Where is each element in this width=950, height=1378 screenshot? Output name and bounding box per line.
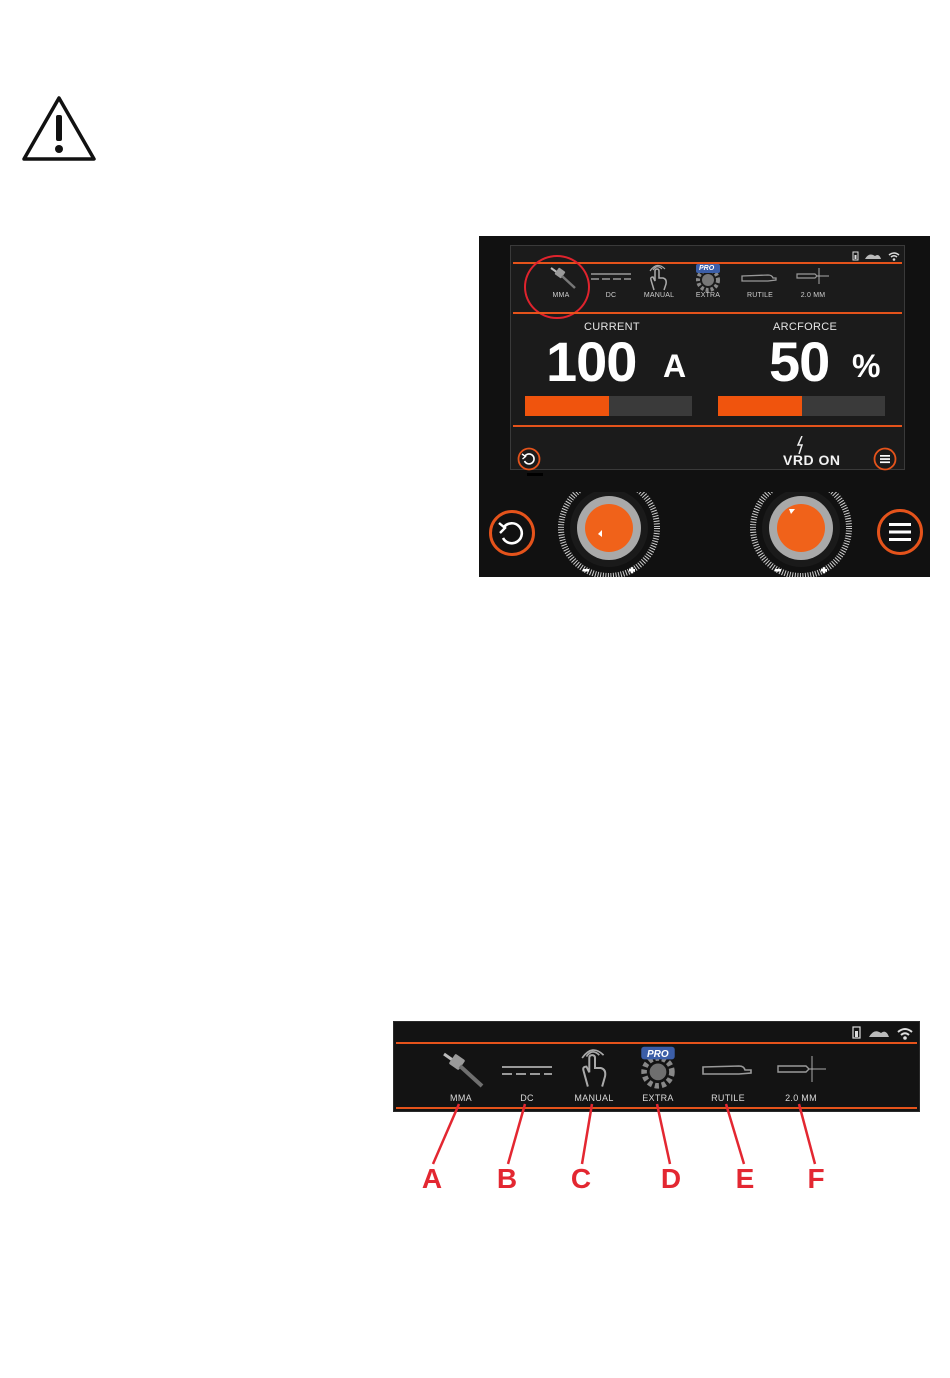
callout-letter-f: F <box>799 1163 833 1195</box>
callout-letter-b: B <box>490 1163 524 1195</box>
callout-letter-d: D <box>654 1163 688 1195</box>
callout-letter-e: E <box>728 1163 762 1195</box>
callout-letter-c: C <box>564 1163 598 1195</box>
callout-letter-a: A <box>415 1163 449 1195</box>
